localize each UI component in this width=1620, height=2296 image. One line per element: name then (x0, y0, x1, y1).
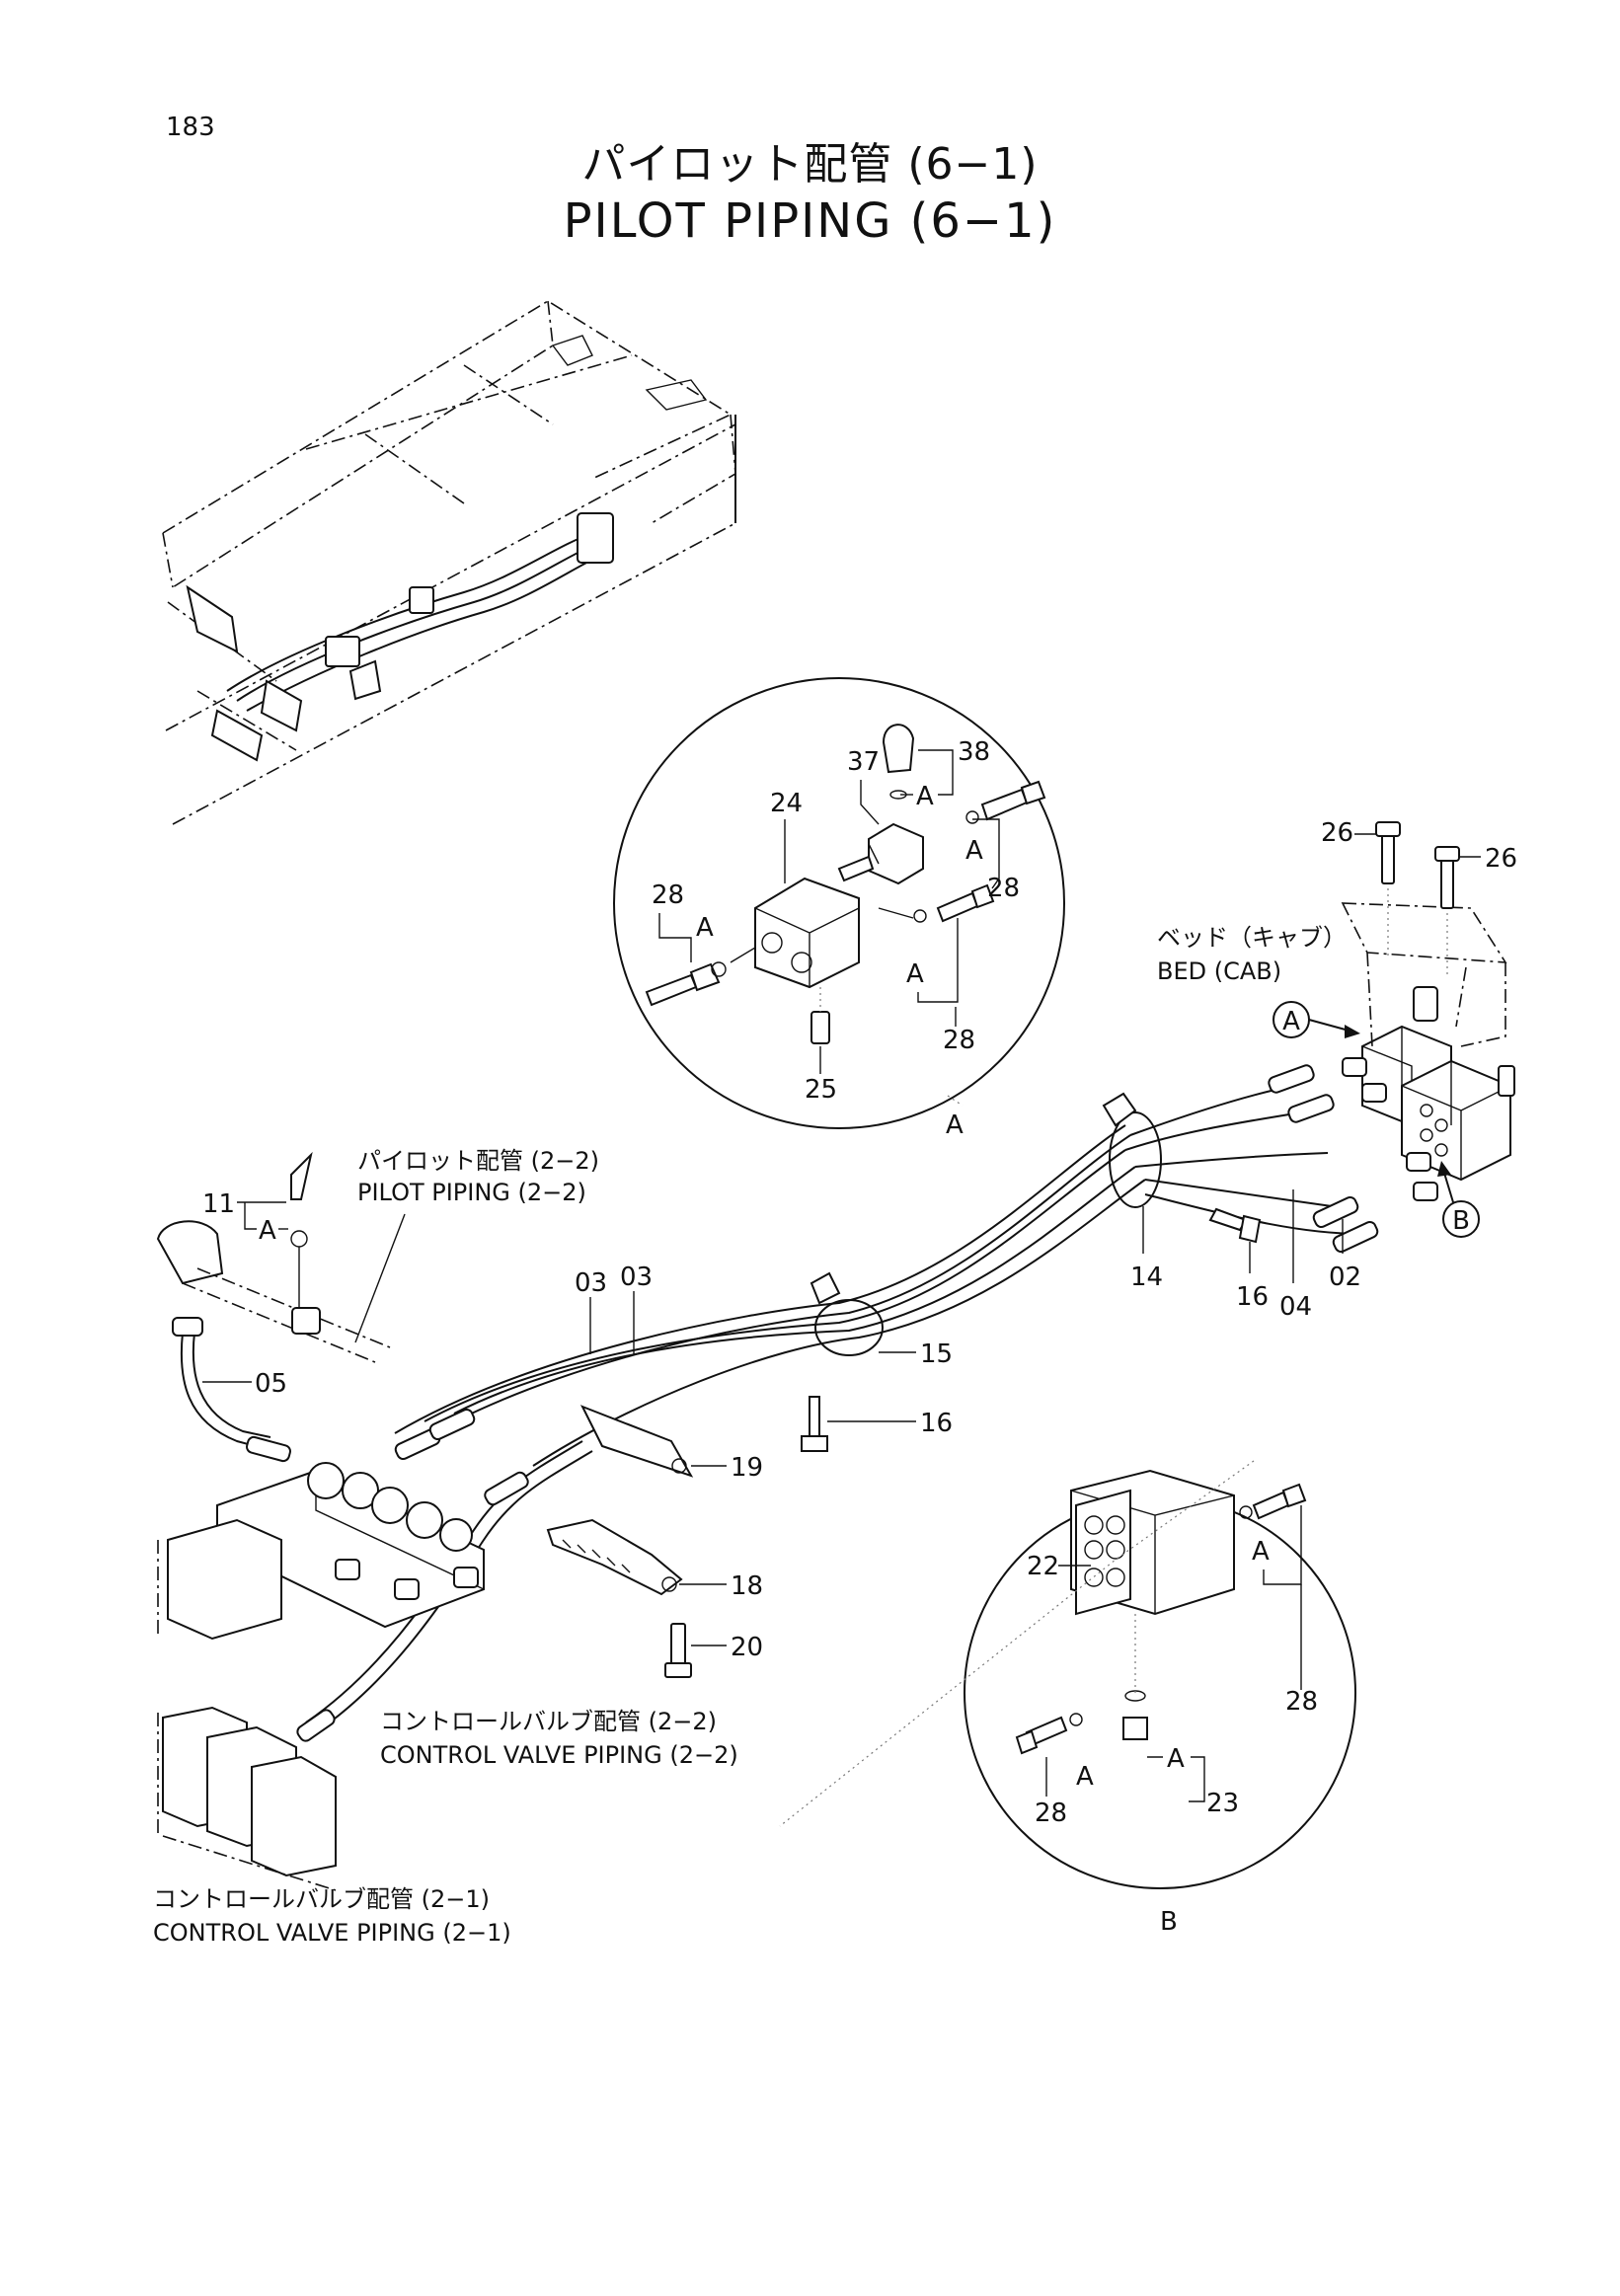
valve-blocks-right (1341, 821, 1515, 1201)
ref-pilot-piping-2-2-en: PILOT PIPING (2−2) (357, 1179, 586, 1206)
part-label-23: 23 (1206, 1789, 1239, 1818)
seal-ref-28-lower: A (906, 959, 924, 989)
control-valve-2-1 (157, 1706, 337, 1891)
part-label-04: 04 (1279, 1292, 1312, 1322)
part-label-02: 02 (1329, 1263, 1361, 1292)
ref-control-valve-piping-2-1-en: CONTROL VALVE PIPING (2−1) (153, 1919, 511, 1947)
part-label-14: 14 (1130, 1263, 1163, 1292)
seal-ref-38: A (916, 782, 934, 811)
ref-control-valve-piping-2-2-jp: コントロールバルブ配管 (2−2) (380, 1708, 718, 1735)
pilot-hose-bundle (172, 1064, 1379, 1742)
seal-ref-23: A (1167, 1744, 1185, 1774)
pilot-control-lever-assembly (186, 512, 614, 762)
callout-b-letter: B (1452, 1206, 1470, 1236)
seal-ref-28-upper: A (965, 836, 983, 866)
detail-b-circle (964, 1469, 1356, 1889)
part-label-38: 38 (958, 737, 990, 767)
part-label-11: 11 (202, 1189, 235, 1219)
part-label-20: 20 (731, 1633, 763, 1662)
part-label-24: 24 (770, 789, 803, 818)
ref-control-valve-piping-2-2-en: CONTROL VALVE PIPING (2−2) (380, 1741, 738, 1769)
part-label-28-lower: 28 (943, 1026, 975, 1055)
control-valve-assembly (157, 1462, 485, 1641)
part-label-03-b: 03 (620, 1263, 653, 1292)
detail-a-circle (613, 677, 1065, 1129)
ref-bed-cab-jp: ベッド（キャブ） (1157, 924, 1347, 952)
page-title-japanese: パイロット配管 (6−1) (581, 139, 1039, 190)
part-label-19: 19 (731, 1453, 763, 1483)
part-label-15: 15 (920, 1339, 953, 1369)
seal-ref-11: A (259, 1216, 276, 1246)
part-labels: 11 A 05 03 03 15 16 19 18 (202, 737, 1517, 1937)
ref-bed-cab-en: BED (CAB) (1157, 957, 1282, 985)
page-number: 183 (166, 113, 215, 142)
bracket-plates (546, 1405, 694, 1678)
callout-a-marker: A (1273, 1001, 1360, 1038)
seal-ref-28-left: A (696, 913, 714, 943)
detail-b-title: B (1160, 1907, 1178, 1937)
detail-a-title: A (946, 1110, 964, 1140)
part-label-18: 18 (731, 1571, 763, 1601)
page-title-english: PILOT PIPING (6−1) (563, 193, 1057, 249)
part-label-26-left: 26 (1321, 818, 1353, 848)
ref-pilot-piping-2-2-jp: パイロット配管 (2−2) (357, 1147, 600, 1175)
part-label-03-a: 03 (575, 1268, 607, 1298)
part-label-28-left: 28 (652, 880, 684, 910)
part-label-28-b-right: 28 (1285, 1687, 1318, 1717)
hose-clamps (810, 1092, 1162, 1356)
part-label-16-right: 16 (1236, 1282, 1269, 1312)
part-label-28-upper: 28 (987, 874, 1020, 903)
part-label-37: 37 (847, 747, 880, 777)
bolts-16 (801, 1207, 1262, 1452)
part-label-22: 22 (1027, 1552, 1059, 1581)
callout-b-marker: B (1437, 1161, 1480, 1238)
part-label-28-b-left: 28 (1035, 1799, 1067, 1828)
seal-ref-28-b-left: A (1076, 1762, 1094, 1792)
ref-control-valve-piping-2-1-jp: コントロールバルブ配管 (2−1) (153, 1885, 491, 1913)
part-label-05: 05 (255, 1369, 287, 1399)
cab-floor-frame (162, 300, 736, 825)
part-label-26-right: 26 (1485, 844, 1517, 874)
part-label-25: 25 (805, 1075, 837, 1105)
callout-a-letter: A (1282, 1007, 1300, 1036)
seal-ref-28-b-right: A (1252, 1537, 1270, 1567)
pilot-valve-left (156, 1151, 391, 1363)
part-label-16-center: 16 (920, 1409, 953, 1438)
